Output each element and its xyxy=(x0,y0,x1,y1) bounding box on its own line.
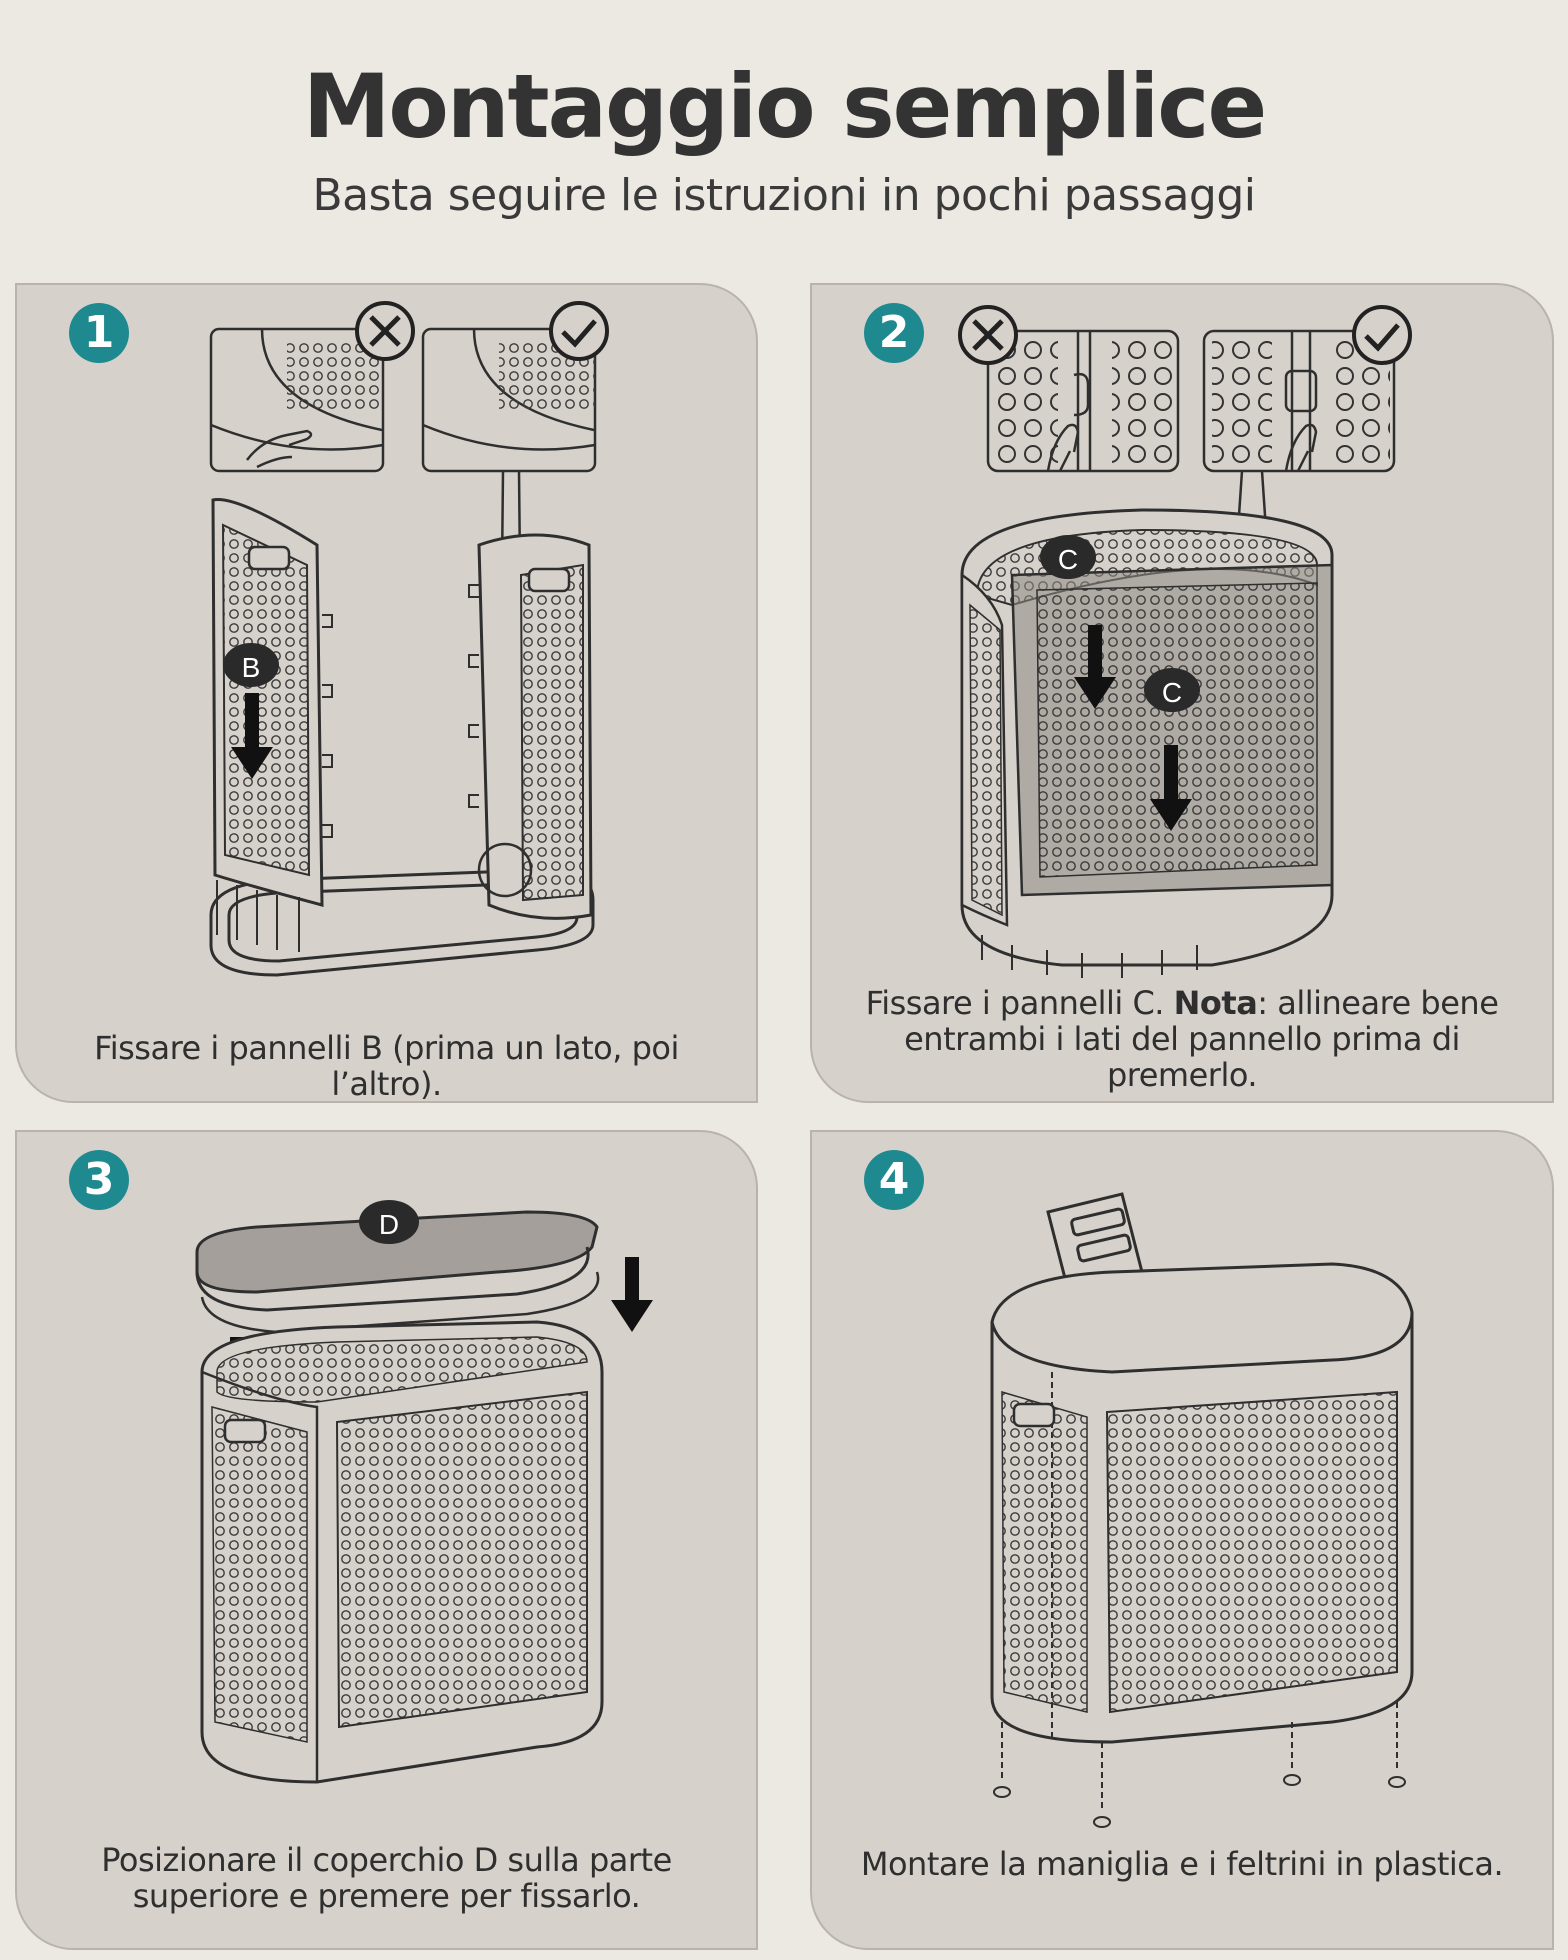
step-1-illustration: B xyxy=(209,301,609,977)
basket-assembly xyxy=(200,1320,604,1784)
check-mark-icon xyxy=(1352,305,1412,365)
step-4-panel: 4 Montare la maniglia e i feltrini in pl… xyxy=(810,1130,1554,1950)
step-2-illustration: C C xyxy=(958,305,1412,978)
panel-b-left xyxy=(211,498,333,952)
right-detail xyxy=(1202,329,1396,546)
part-label-c: C xyxy=(1058,544,1078,575)
step-4-illustration xyxy=(990,1192,1414,1828)
wrong-mark-icon xyxy=(958,305,1018,365)
step-number-badge: 4 xyxy=(864,1150,924,1210)
step-1-panel: 1 xyxy=(15,283,758,1103)
panel-b-right xyxy=(468,533,593,920)
page-title: Montaggio semplice xyxy=(302,55,1267,158)
lid-d xyxy=(195,1210,600,1334)
step-3-caption: Posizionare il coperchio D sulla parte s… xyxy=(101,1841,672,1915)
step-number-badge: 1 xyxy=(69,303,129,363)
feet-icons xyxy=(993,1702,1406,1828)
basket-assembly xyxy=(960,508,1334,978)
arrow-down-icon xyxy=(611,1257,653,1332)
wrong-mark-icon xyxy=(355,301,415,361)
arrow-down-icon xyxy=(231,693,273,779)
part-label-c: C xyxy=(1162,677,1182,708)
page-subtitle: Basta seguire le istruzioni in pochi pas… xyxy=(312,170,1256,221)
step-1-caption: Fissare i pannelli B (prima un lato, poi… xyxy=(94,1029,679,1103)
arrow-down-icon xyxy=(1150,745,1192,831)
check-mark-icon xyxy=(549,301,609,361)
page-header: Montaggio semplice Basta seguire le istr… xyxy=(0,0,1568,270)
step-3-panel: 3 D Posizionare il coperchio D sulla par… xyxy=(15,1130,758,1950)
part-label-d: D xyxy=(379,1209,399,1240)
step-number-badge: 3 xyxy=(69,1150,129,1210)
step-2-caption: Fissare i pannelli C. Nota: allineare be… xyxy=(865,984,1499,1094)
step-3-illustration: D xyxy=(195,1200,653,1784)
step-4-caption: Montare la maniglia e i feltrini in plas… xyxy=(860,1845,1504,1883)
wrong-detail xyxy=(209,327,385,473)
step-number-badge: 2 xyxy=(864,303,924,363)
wrong-detail xyxy=(986,329,1180,473)
step-2-panel: 2 xyxy=(810,283,1554,1103)
part-label-b: B xyxy=(242,652,261,683)
basket-assembly xyxy=(990,1262,1414,1744)
arrow-down-icon xyxy=(1074,625,1116,709)
